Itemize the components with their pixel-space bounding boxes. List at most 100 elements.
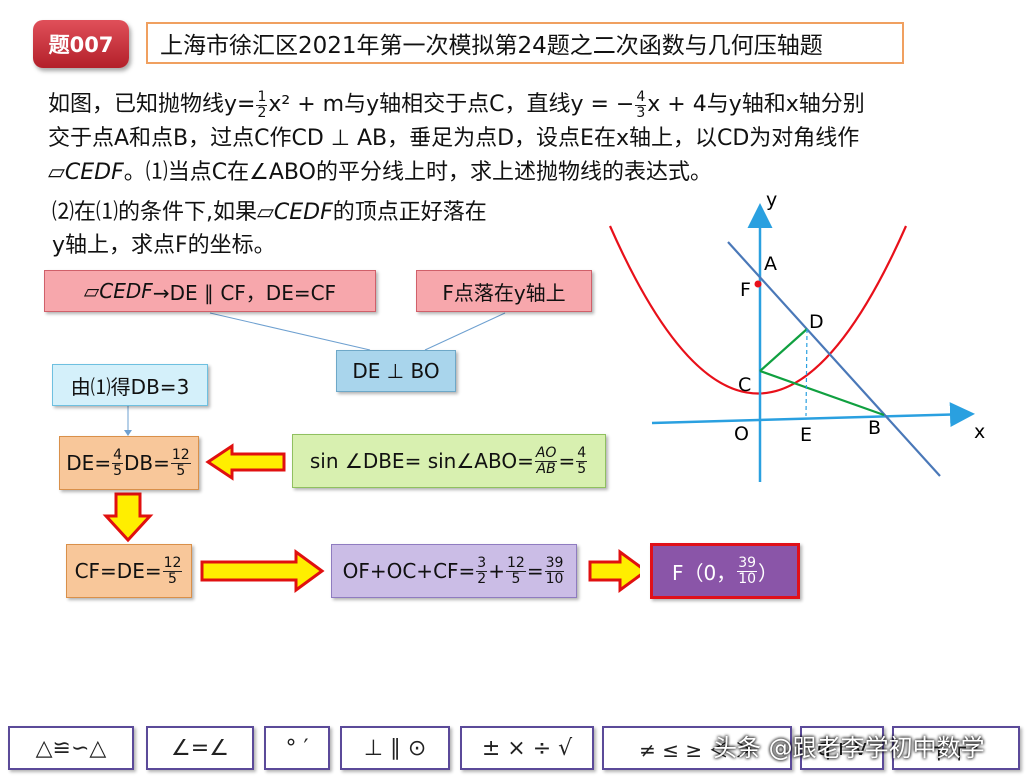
frac-num: 39: [737, 554, 758, 572]
frac-den: 10: [738, 570, 757, 587]
problem-seg-1: 如图，已知抛物线y=: [48, 92, 256, 117]
connector-line: [424, 312, 506, 351]
final-pre: F（0，: [671, 560, 737, 585]
frac-num: 12: [505, 554, 526, 572]
tool-angle-equal[interactable]: ∠=∠: [146, 726, 254, 770]
label-e: E: [800, 424, 812, 446]
tool-label: ∠=∠: [171, 735, 229, 761]
frac-den: 5: [113, 462, 122, 479]
frac-num: 4: [576, 444, 588, 462]
f-on-y-text: F点落在y轴上: [442, 280, 566, 305]
problem-title: 上海市徐汇区2021年第一次模拟第24题之二次函数与几何压轴题: [146, 22, 904, 64]
flow-connectors: [102, 312, 640, 593]
label-f: F: [740, 279, 751, 301]
tool-label: △≌∽△: [35, 735, 107, 761]
label-d: D: [809, 311, 824, 333]
frac-num: 4: [112, 446, 123, 464]
tool-label: q r v: [816, 735, 867, 761]
tool-label: ⊥ ∥ ⊙: [363, 735, 427, 761]
tool-label: ± × ÷ √: [481, 735, 573, 761]
sin-pre: sin ∠DBE= sin∠ABO=: [309, 449, 534, 473]
part2-seg-b: 的顶点正好落在: [332, 200, 487, 225]
tool-inequality[interactable]: ≠ ≤ ≥ ＜ ＞: [602, 726, 792, 770]
parallelogram-name: ▱CEDF: [48, 160, 124, 185]
frac-den: 10: [545, 570, 564, 587]
f-on-y-axis-box: F点落在y轴上: [416, 270, 592, 312]
frac-den: 3: [636, 104, 646, 121]
tool-perp-parallel-circle[interactable]: ⊥ ∥ ⊙: [340, 726, 450, 770]
symbol-toolbar: △≌∽△ ∠=∠ ° ′ ⊥ ∥ ⊙ ± × ÷ √ ≠ ≤ ≥ ＜ ＞ q r…: [8, 726, 1028, 772]
box-para-name: ▱CEDF: [83, 279, 153, 303]
label-x: x: [974, 421, 985, 443]
segment-cd: [759, 328, 808, 372]
of-pre: OF+OC+CF=: [342, 559, 476, 583]
box-para-rest: →DE ∥ CF，DE=CF: [152, 280, 337, 305]
of-eq: =: [526, 559, 544, 583]
problem-title-text: 上海市徐汇区2021年第一次模拟第24题之二次函数与几何压轴题: [160, 33, 823, 59]
part2-line-1: ⑵在⑴的条件下,如果▱CEDF的顶点正好落在: [52, 196, 572, 229]
segment-cb: [759, 369, 885, 417]
tool-symbols-brackets[interactable]: ┐ ┌ ·: [892, 726, 1020, 770]
tool-label: ° ′: [285, 735, 309, 761]
problem-line-3: ▱CEDF。⑴当点C在∠ABO的平分线上时，求上述抛物线的表达式。: [48, 156, 978, 190]
frac-den: 2: [477, 570, 487, 587]
label-y: y: [766, 189, 777, 211]
of-plus: +: [488, 559, 505, 583]
db3-text: 由⑴得DB=3: [70, 374, 190, 399]
tool-label: ≠ ≤ ≥ ＜ ＞: [639, 737, 755, 762]
problem-number-badge: 题007: [33, 20, 129, 68]
frac-den: 5: [511, 570, 521, 587]
arrow-left-icon: [205, 443, 286, 481]
de-perp-text: DE ⊥ BO: [352, 359, 440, 383]
arrow-right-icon: [588, 549, 640, 593]
problem-part-2: ⑵在⑴的条件下,如果▱CEDF的顶点正好落在 y轴上，求点F的坐标。: [52, 196, 572, 262]
x-axis: [651, 402, 975, 428]
final-post: ）: [758, 560, 779, 585]
problem-line-2: 交于点A和点B，过点C作CD ⊥ AB，垂足为点D，设点E在x轴上，以CD为对角…: [48, 126, 860, 151]
frac-den: 5: [168, 570, 177, 587]
tool-arithmetic[interactable]: ± × ÷ √: [460, 726, 594, 770]
tool-label: ┐ ┌ ·: [932, 735, 980, 761]
cf-pre: CF=DE=: [74, 559, 162, 583]
frac-num: AO: [534, 444, 558, 462]
db-equals-3-box: 由⑴得DB=3: [52, 364, 208, 406]
de-pre: DE=: [66, 451, 112, 475]
label-a: A: [764, 253, 777, 275]
frac-num: 12: [170, 446, 191, 464]
arrow-right-icon: [200, 549, 325, 593]
frac-num: 3: [476, 554, 488, 572]
frac-num: 4: [635, 88, 647, 106]
frac-den: 5: [176, 462, 186, 479]
tool-symbols-qrv[interactable]: q r v: [800, 726, 884, 770]
frac-den: 2: [257, 104, 267, 121]
label-b: B: [868, 417, 881, 439]
connector-line: [209, 312, 371, 351]
tool-degree-minute[interactable]: ° ′: [264, 726, 330, 770]
frac-den: AB: [536, 460, 556, 477]
parabola-curve: [608, 225, 908, 395]
frac-num: 1: [256, 88, 268, 106]
part2-line-2: y轴上，求点F的坐标。: [52, 233, 276, 258]
watermark-text: 头条 @跟老李学初中数学: [713, 734, 985, 762]
tool-triangle-congruence[interactable]: △≌∽△: [8, 726, 134, 770]
sin-mid: =: [558, 449, 576, 473]
problem-seg-2: x² + m与y轴相交于点C，直线y = −: [268, 92, 635, 117]
line-ab: [727, 241, 941, 477]
arrow-down-icon: [102, 492, 154, 543]
problem-seg-3: x + 4与y轴和x轴分别: [647, 92, 865, 117]
geometry-figure: y x A F D C O E B: [608, 189, 985, 482]
